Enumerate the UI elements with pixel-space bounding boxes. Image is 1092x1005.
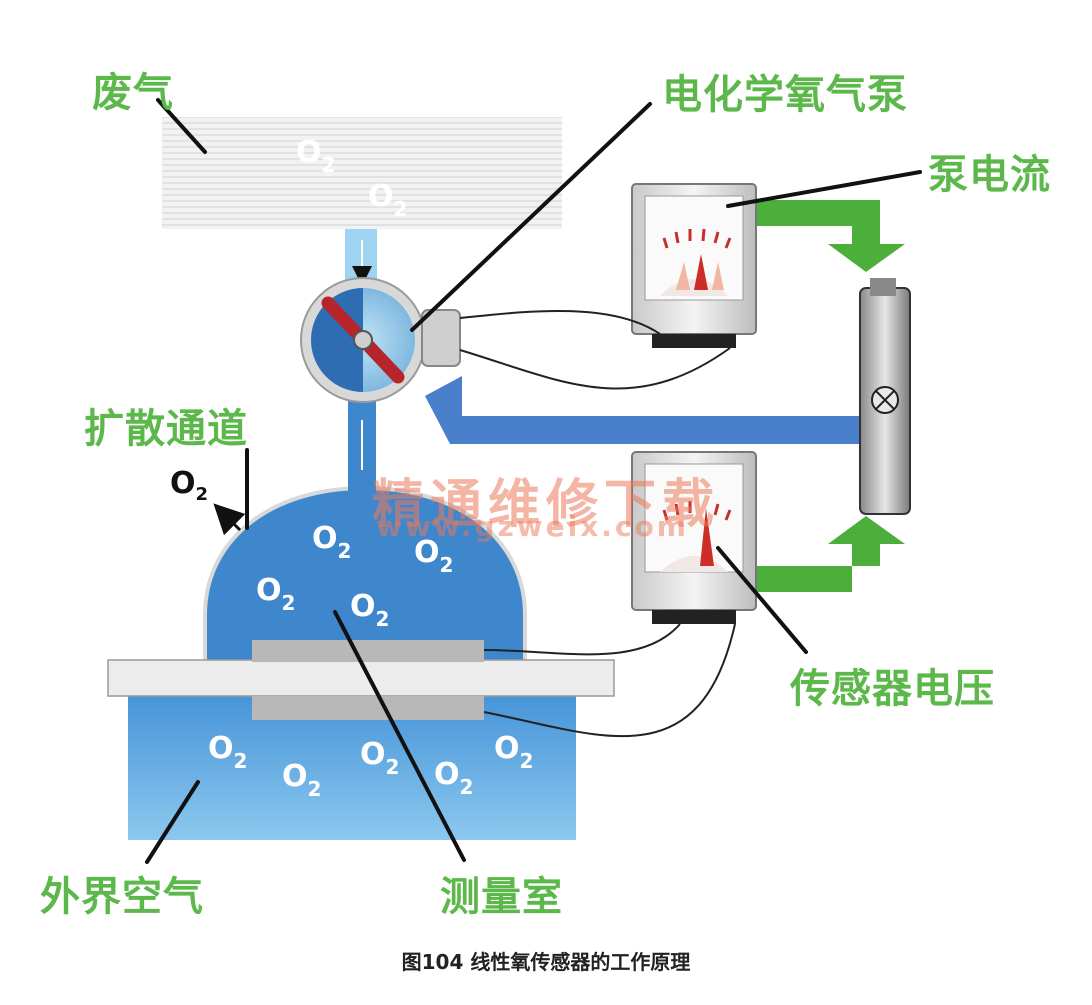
watermark-url: www.gzweix.com: [376, 510, 689, 543]
label-sensor-voltage: 传感器电压: [790, 666, 995, 712]
o2-molecule-label: O2: [296, 135, 335, 177]
feedback-arrow-head: [425, 376, 462, 444]
pump-hub: [353, 330, 373, 350]
label-exhaust: 废气: [92, 70, 174, 116]
sensor-voltage-arrow: [752, 516, 905, 592]
pump-dark-half: [311, 288, 363, 392]
o2-molecule-label: O2: [414, 535, 453, 577]
o2-molecule-label: O2: [350, 589, 389, 631]
feedback-arrow-body: [450, 416, 860, 444]
label-measuring-chamber: 测量室: [440, 874, 563, 920]
o2-molecule-label: O2: [282, 759, 321, 801]
pump-connector: [421, 309, 461, 367]
pump-current-arrow: [752, 200, 905, 272]
o2-molecule-label: O2: [434, 757, 473, 799]
label-ambient-air: 外界空气: [40, 874, 204, 920]
watermark-text: 精通维修下载: [372, 475, 721, 535]
label-pump-current: 泵电流: [928, 152, 1051, 198]
o2-molecule-label: O2: [368, 179, 407, 221]
exhaust-gas-block: [162, 117, 562, 229]
o2-molecule-label: O2: [494, 731, 533, 773]
pump-current-meter: [631, 183, 757, 348]
figure-caption: 图104 线性氧传感器的工作原理: [401, 950, 691, 974]
sensor-voltage-meter: [631, 451, 757, 624]
upper-electrode: [252, 640, 484, 662]
lower-electrode: [252, 696, 484, 720]
o2-diffusion-label: O2: [170, 466, 209, 505]
label-diffusion-channel: 扩散通道: [84, 406, 248, 452]
o2-molecule-label: O2: [256, 573, 295, 615]
wires: [459, 309, 736, 738]
leader-lines: [145, 98, 922, 864]
controller-top: [870, 278, 896, 296]
label-electrochemical-pump: 电化学氧气泵: [662, 72, 908, 118]
diffusion-arrow: [213, 503, 246, 536]
o2-molecule-label: O2: [312, 521, 351, 563]
o2-molecule-label: O2: [360, 737, 399, 779]
o2-molecule-label: O2: [208, 731, 247, 773]
